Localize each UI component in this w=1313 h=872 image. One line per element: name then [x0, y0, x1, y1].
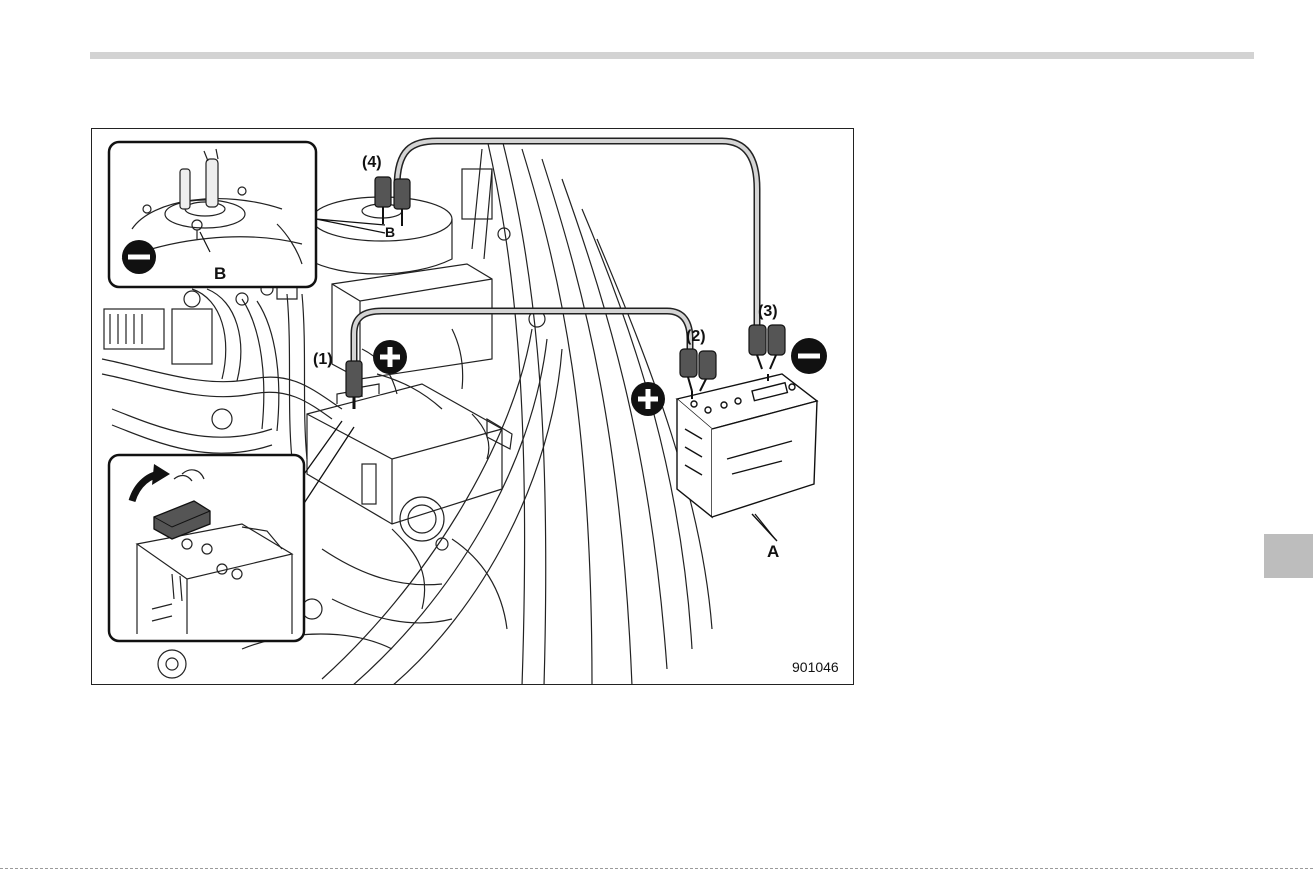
- booster-battery-label: A: [767, 542, 779, 561]
- diagram-svg: (4) (1) (2) (3) A B B 901046: [92, 129, 854, 685]
- ground-point-inset: [109, 142, 385, 287]
- callout-step-3: (3): [758, 303, 778, 320]
- callout-step-2: (2): [686, 328, 706, 345]
- cable-clamps: [346, 177, 785, 409]
- header-rule: [90, 52, 1254, 59]
- page-edge: [0, 868, 1313, 869]
- ground-point-label: B: [385, 224, 395, 240]
- booster-battery: [677, 374, 817, 541]
- terminal-cover-inset: [109, 421, 354, 641]
- section-tab: [1264, 534, 1313, 578]
- figure-number: 901046: [792, 659, 839, 675]
- ground-point-inset-label: B: [214, 264, 226, 283]
- jump-start-diagram: (4) (1) (2) (3) A B B 901046: [91, 128, 854, 685]
- callout-step-4: (4): [362, 154, 382, 171]
- callout-step-1: (1): [313, 351, 333, 368]
